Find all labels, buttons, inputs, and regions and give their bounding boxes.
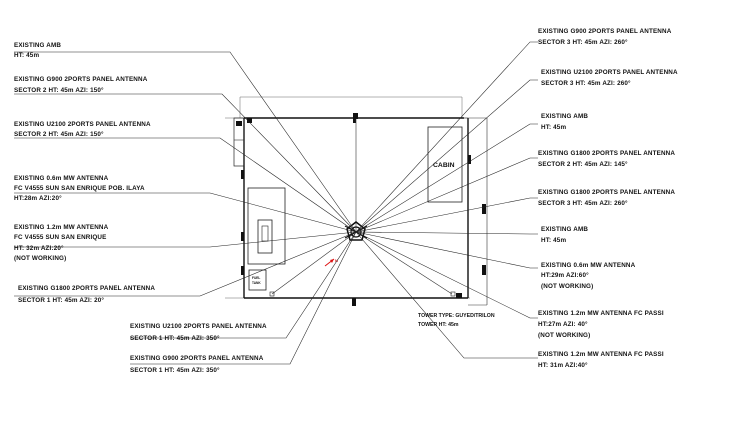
label-line: EXISTING AMB [541,226,588,233]
callout-g1800-sector2: EXISTING G1800 2PORTS PANEL ANTENNA SECT… [538,150,675,168]
label-line: EXISTING 1.2m MW ANTENNA [14,224,109,231]
label-line: HT: 32m AZI:20° [14,244,64,252]
callout-u2100-sector2: EXISTING U2100 2PORTS PANEL ANTENNA SECT… [14,121,151,138]
label-line: EXISTING 1.2m MW ANTENNA FC PASSI [538,351,664,358]
label-line: HT:29m AZI:60° [541,271,589,279]
label-line: TOWER TYPE: GUYED/TRILON [418,313,495,319]
callout-g900-sector3: EXISTING G900 2PORTS PANEL ANTENNA SECTO… [538,28,672,46]
wall-posts [236,113,486,306]
label-line: SECTOR 3 HT: 45m AZI: 260° [538,38,628,46]
label-line: EXISTING G900 2PORTS PANEL ANTENNA [14,76,148,83]
callout-amb-right: EXISTING AMB HT: 45m [541,113,588,131]
label-line: EXISTING 0.6m MW ANTENNA [541,262,636,269]
fuel-tank-label-1: FUEL [252,276,260,280]
label-line: EXISTING 0.6m MW ANTENNA [14,175,109,182]
label-line: HT: 45m [541,124,566,131]
tower-guy-lines [269,113,456,297]
cabin-label: CABIN [433,162,455,169]
callout-mw-12m-left: EXISTING 1.2m MW ANTENNA FC V4555 SUN SA… [14,224,109,262]
label-line: EXISTING U2100 2PORTS PANEL ANTENNA [541,69,678,76]
callout-g900-sector2: EXISTING G900 2PORTS PANEL ANTENNA SECTO… [14,76,148,94]
label-line: HT: 31m AZI:40° [538,361,588,369]
label-line: SECTOR 3 HT: 45m AZI: 260° [541,79,631,87]
equipment-shelter[interactable] [247,187,286,265]
label-line: FC V4555 SUN SAN ENRIQUE [14,234,106,241]
callout-mw-06m-left: EXISTING 0.6m MW ANTENNA FC V4555 SUN SA… [14,175,145,202]
label-line: SECTOR 3 HT: 45m AZI: 260° [538,199,628,207]
callout-mw-06m-right: EXISTING 0.6m MW ANTENNA HT:29m AZI:60° … [541,262,636,290]
label-line: EXISTING AMB [541,113,588,120]
label-line: EXISTING G900 2PORTS PANEL ANTENNA [538,28,672,35]
label-line: (NOT WORKING) [14,255,66,262]
label-line: HT: 45m [14,52,39,59]
label-line: EXISTING AMB [14,42,61,49]
fuel-tank-label-2: TANK [252,281,261,285]
north-arrow: N [324,258,338,267]
label-line: SECTOR 2 HT: 45m AZI: 150° [14,86,104,94]
label-line: EXISTING G900 2PORTS PANEL ANTENNA [130,355,264,362]
label-line: SECTOR 1 HT: 45m AZI: 20° [18,296,104,304]
callout-u2100-sector3: EXISTING U2100 2PORTS PANEL ANTENNA SECT… [541,69,678,87]
label-line: SECTOR 1 HT: 45m AZI: 350° [130,366,220,374]
label-line: SECTOR 2 HT: 45m AZI: 150° [14,130,104,138]
label-line: SECTOR 1 HT: 45m AZI: 350° [130,334,220,342]
label-line: (NOT WORKING) [538,332,590,339]
callout-amb-right-2: EXISTING AMB HT: 45m [541,226,588,244]
compound-wall [233,117,488,306]
label-line: HT:27m AZI: 40° [538,320,588,328]
callout-g900-sector1: EXISTING G900 2PORTS PANEL ANTENNA SECTO… [130,355,264,374]
label-line: HT:28m AZI:20° [14,194,62,202]
callout-amb-left: EXISTING AMB HT: 45m [14,42,61,59]
fuel-tank[interactable]: FUEL TANK [248,269,267,291]
leader-lines [14,41,538,365]
label-line: EXISTING G1800 2PORTS PANEL ANTENNA [18,285,155,292]
label-line: EXISTING G1800 2PORTS PANEL ANTENNA [538,189,675,196]
callout-g1800-sector3: EXISTING G1800 2PORTS PANEL ANTENNA SECT… [538,189,675,207]
callout-mw-12m-passi-2: EXISTING 1.2m MW ANTENNA FC PASSI HT: 31… [538,351,664,369]
callout-g1800-sector1: EXISTING G1800 2PORTS PANEL ANTENNA SECT… [18,285,155,304]
label-line: FC V4555 SUN SAN ENRIQUE POB. ILAYA [14,185,145,192]
label-line: EXISTING U2100 2PORTS PANEL ANTENNA [14,121,151,128]
north-arrow-label: N [335,258,338,263]
cabin[interactable]: CABIN [427,126,463,203]
label-line: EXISTING 1.2m MW ANTENNA FC PASSI [538,310,664,317]
callout-mw-12m-passi-1: EXISTING 1.2m MW ANTENNA FC PASSI HT:27m… [538,310,664,339]
label-line: SECTOR 2 HT: 45m AZI: 145° [538,160,628,168]
label-line: EXISTING U2100 2PORTS PANEL ANTENNA [130,323,267,330]
callout-u2100-sector1: EXISTING U2100 2PORTS PANEL ANTENNA SECT… [130,323,267,342]
label-line: HT: 45m [541,237,566,244]
label-line: EXISTING G1800 2PORTS PANEL ANTENNA [538,150,675,157]
callout-tower-info: TOWER TYPE: GUYED/TRILON TOWER HT: 45m [418,313,495,328]
label-line: (NOT WORKING) [541,283,593,290]
label-line: TOWER HT: 45m [418,322,459,328]
